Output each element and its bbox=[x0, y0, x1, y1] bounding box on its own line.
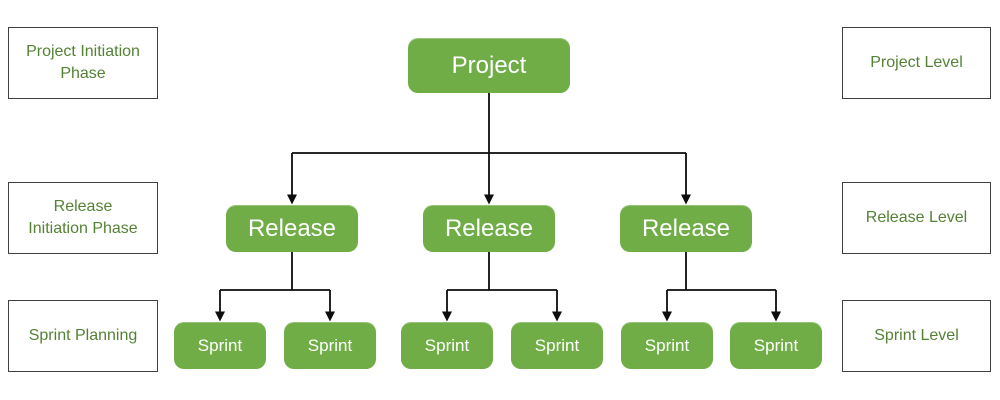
node-release-1: Release bbox=[226, 205, 358, 252]
phase-label-line: Release bbox=[53, 198, 113, 215]
arrowhead bbox=[681, 194, 691, 205]
arrowhead bbox=[484, 194, 494, 205]
node-release-2: Release bbox=[423, 205, 555, 252]
node-sprint-6: Sprint bbox=[730, 322, 822, 369]
arrowhead bbox=[442, 311, 452, 322]
level-label-project: Project Level bbox=[842, 27, 991, 99]
phase-label-line: Initiation Phase bbox=[28, 220, 138, 237]
phase-label-release-initiation: Release Initiation Phase bbox=[8, 182, 158, 254]
level-label-release: Release Level bbox=[842, 182, 991, 254]
node-sprint-2: Sprint bbox=[284, 322, 376, 369]
level-label-sprint: Sprint Level bbox=[842, 300, 991, 372]
arrowhead bbox=[325, 311, 335, 322]
arrowhead bbox=[287, 194, 297, 205]
arrowhead bbox=[552, 311, 562, 322]
level-label-text: Project Level bbox=[870, 54, 963, 71]
level-label-text: Release Level bbox=[865, 209, 968, 226]
node-sprint-4: Sprint bbox=[511, 322, 603, 369]
node-sprint-1: Sprint bbox=[174, 322, 266, 369]
release-to-sprint-connectors bbox=[215, 252, 781, 322]
phase-label-sprint-planning: Sprint Planning bbox=[8, 300, 158, 372]
arrowhead bbox=[215, 311, 225, 322]
phase-label-line: Phase bbox=[60, 65, 106, 82]
project-to-release-connectors bbox=[287, 93, 691, 205]
level-label-text: Sprint Level bbox=[874, 327, 959, 344]
phase-label-line: Project Initiation bbox=[26, 43, 140, 60]
arrowhead bbox=[771, 311, 781, 322]
phase-label-line: Sprint Planning bbox=[28, 327, 138, 344]
node-project: Project bbox=[408, 38, 570, 93]
node-sprint-5: Sprint bbox=[621, 322, 713, 369]
arrowhead bbox=[662, 311, 672, 322]
node-release-3: Release bbox=[620, 205, 752, 252]
phase-label-project-initiation: Project Initiation Phase bbox=[8, 27, 158, 99]
node-sprint-3: Sprint bbox=[401, 322, 493, 369]
